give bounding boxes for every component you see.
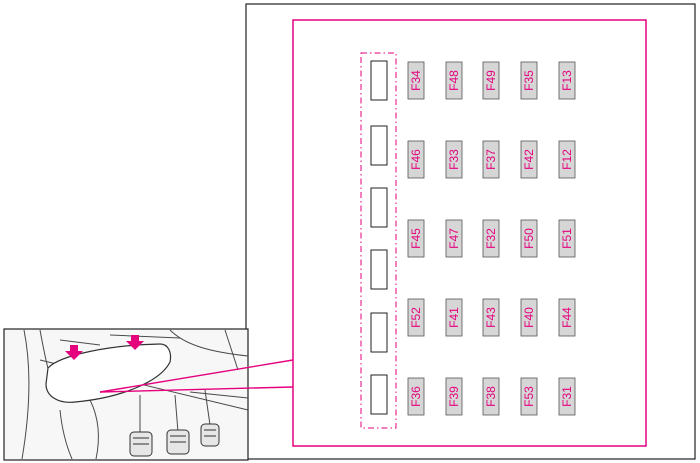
fuse: F38: [482, 377, 500, 416]
fuse: F31: [558, 377, 576, 416]
fuse-body: [407, 140, 425, 179]
fuse-body: [558, 219, 576, 258]
relay-slot: [370, 374, 388, 415]
fuse-label: F34: [409, 70, 423, 91]
relay-slot: [370, 312, 388, 353]
fuse-body: [482, 61, 500, 100]
fuse: F13: [558, 61, 576, 100]
relay-slot-group-outline: [360, 52, 397, 429]
callout-line-upper: [99, 359, 294, 393]
fuse-label: F40: [522, 307, 536, 328]
fuse-label: F51: [560, 228, 574, 249]
fuse: F37: [482, 140, 500, 179]
pedal-right: [200, 423, 220, 447]
fuse-body: [445, 298, 463, 337]
pedals: [129, 423, 220, 457]
fuse-label: F49: [484, 70, 498, 91]
fuse-label: F35: [522, 70, 536, 91]
fuse: F35: [520, 61, 538, 100]
fuse: F50: [520, 219, 538, 258]
fuse-label: F32: [484, 228, 498, 249]
fuse: F45: [407, 219, 425, 258]
fuse-body: [407, 298, 425, 337]
fuse-box-cover: [45, 343, 172, 403]
relay-slot: [370, 187, 388, 228]
callout-line-lower: [99, 386, 294, 393]
fuse: F39: [445, 377, 463, 416]
fuse: F43: [482, 298, 500, 337]
fuse-label: F43: [484, 307, 498, 328]
fuse-label: F41: [447, 307, 461, 328]
vehicle-location-inset: [3, 328, 249, 461]
fuse-body: [445, 219, 463, 258]
fuse: F46: [407, 140, 425, 179]
fuse: F48: [445, 61, 463, 100]
fuse-label: F50: [522, 228, 536, 249]
fuse-body: [558, 298, 576, 337]
fuse: F42: [520, 140, 538, 179]
relay-slot: [370, 249, 388, 290]
arrow-down-icon: [65, 345, 83, 360]
fuse-label: F53: [522, 386, 536, 407]
fuse-body: [520, 298, 538, 337]
fuse-body: [558, 377, 576, 416]
fuse-label: F37: [484, 149, 498, 170]
fuse: F33: [445, 140, 463, 179]
relay-slot: [370, 125, 388, 166]
relay-slot: [370, 60, 388, 101]
fuse: F40: [520, 298, 538, 337]
fuse-label: F31: [560, 386, 574, 407]
fuse-label: F52: [409, 307, 423, 328]
fuse: F51: [558, 219, 576, 258]
fuse-body: [520, 219, 538, 258]
fuse-label: F44: [560, 307, 574, 328]
fuse-label: F48: [447, 70, 461, 91]
fuse: F53: [520, 377, 538, 416]
relay-slots: [370, 60, 388, 415]
fuse-body: [407, 377, 425, 416]
fuse: F49: [482, 61, 500, 100]
fuse-body: [520, 377, 538, 416]
fuse-body: [445, 377, 463, 416]
fuse: F47: [445, 219, 463, 258]
fuse-label: F42: [522, 149, 536, 170]
fuse-label: F13: [560, 70, 574, 91]
fuse-body: [482, 140, 500, 179]
fuse-body: [407, 219, 425, 258]
fuse-body: [482, 377, 500, 416]
fuse-box-outline: [292, 19, 647, 447]
fuse-body: [520, 61, 538, 100]
fuse-body: [482, 219, 500, 258]
fuse-body: [482, 298, 500, 337]
fuse-label: F47: [447, 228, 461, 249]
fuse-label: F33: [447, 149, 461, 170]
fuse-body: [520, 140, 538, 179]
fuse-label: F36: [409, 386, 423, 407]
fuse-label: F39: [447, 386, 461, 407]
fuse: F12: [558, 140, 576, 179]
fuse: F44: [558, 298, 576, 337]
fuse: F52: [407, 298, 425, 337]
fuse-body: [558, 61, 576, 100]
fuse-label: F38: [484, 386, 498, 407]
fuse-label: F12: [560, 149, 574, 170]
fuse-label: F45: [409, 228, 423, 249]
fuse-label: F46: [409, 149, 423, 170]
arrow-down-icon: [126, 335, 144, 350]
fuse: F34: [407, 61, 425, 100]
main-panel-frame: [245, 3, 696, 460]
fuse-body: [445, 61, 463, 100]
fuse-body: [407, 61, 425, 100]
fuse-body: [445, 140, 463, 179]
fuse: F32: [482, 219, 500, 258]
fuse: F36: [407, 377, 425, 416]
fuse-body: [558, 140, 576, 179]
fuse: F41: [445, 298, 463, 337]
